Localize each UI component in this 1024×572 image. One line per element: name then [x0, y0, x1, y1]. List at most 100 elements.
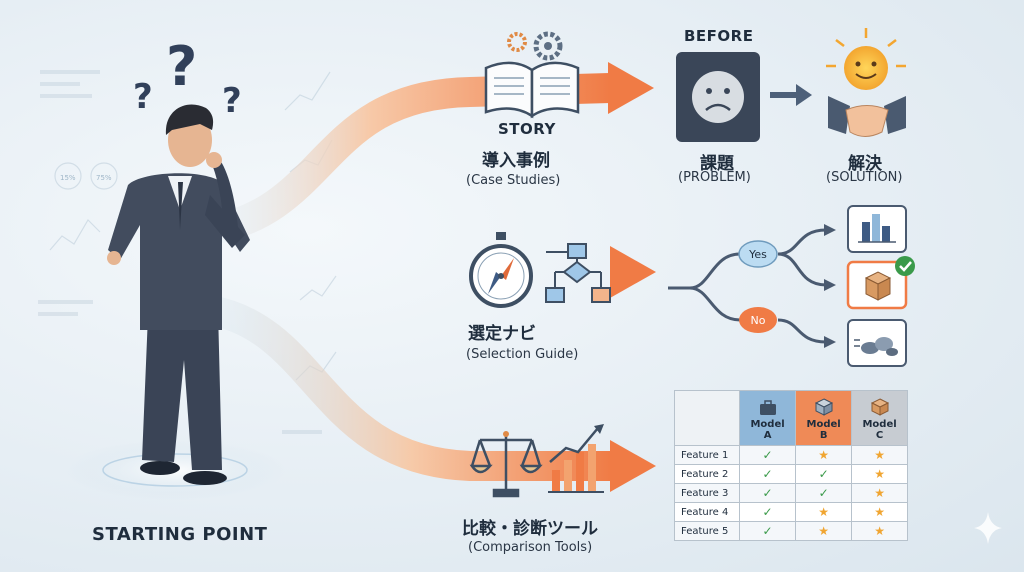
svg-text:?: ? — [222, 81, 242, 121]
table-cell-model-b: ★ — [795, 521, 853, 541]
comparison-table-header: Model A Model B Model C — [674, 390, 908, 446]
table-cell-model-c: ★ — [851, 502, 908, 522]
check-icon: ✓ — [762, 524, 773, 538]
svg-text:?: ? — [133, 77, 153, 117]
star-icon: ★ — [818, 505, 830, 519]
check-icon: ✓ — [818, 486, 829, 500]
decision-tree-lines — [668, 228, 827, 344]
column-model-c-label: Model C — [862, 419, 897, 441]
star-icon: ★ — [818, 524, 830, 538]
path-arrow-story — [207, 73, 611, 245]
sun-smile-icon — [826, 28, 906, 90]
star-icon: ★ — [874, 524, 885, 538]
feature-label: Feature 3 — [674, 483, 740, 503]
comparison-table-body: Feature 1✓★★Feature 2✓✓★Feature 3✓✓★Feat… — [674, 445, 908, 541]
story-title-jp: 導入事例 — [482, 151, 550, 171]
gear-icon — [507, 31, 563, 61]
tools-subtitle: (Comparison Tools) — [468, 540, 593, 555]
star-icon: ★ — [874, 448, 885, 462]
feature-label: Feature 1 — [674, 445, 740, 465]
comparison-table: Model A Model B Model C Feature 1✓★★Feat… — [674, 390, 908, 541]
box-icon — [870, 398, 889, 416]
story-subtitle: (Case Studies) — [466, 173, 561, 188]
check-icon: ✓ — [762, 448, 773, 462]
compass-icon — [469, 232, 533, 308]
table-row: Feature 3 ✓ ✓ ★ — [674, 483, 908, 503]
story-title-en: STORY — [498, 120, 556, 138]
yes-label: Yes — [748, 248, 767, 261]
path-arrow-story-head — [608, 62, 654, 114]
table-cell-model-b: ✓ — [795, 464, 853, 484]
sad-face-icon — [692, 71, 744, 123]
cube-icon — [814, 398, 833, 416]
sparkle-icon — [974, 512, 1002, 544]
table-row: Feature 2 ✓ ✓ ★ — [674, 464, 908, 484]
table-cell-model-c: ★ — [851, 464, 908, 484]
solution-title-jp: 解決 — [848, 154, 882, 174]
yes-badge — [738, 240, 778, 268]
starting-point-label: STARTING POINT — [92, 524, 268, 545]
column-model-a-label: Model A — [750, 419, 785, 441]
dashboard-percent-1: 15% — [60, 174, 76, 182]
no-label: No — [751, 314, 766, 327]
tools-title-jp: 比較・診断ツール — [462, 519, 598, 539]
column-model-c: Model C — [851, 390, 908, 446]
guide-title-jp: 選定ナビ — [468, 324, 536, 344]
box-icon — [864, 271, 892, 301]
table-cell-model-a: ✓ — [738, 445, 797, 465]
star-icon: ★ — [874, 505, 885, 519]
star-icon: ★ — [874, 467, 885, 481]
floor-ring — [102, 453, 248, 487]
before-after-arrow-head — [796, 84, 812, 106]
dashboard-percent-2: 75% — [96, 174, 112, 182]
feature-label: Feature 2 — [674, 464, 740, 484]
handshake-icon — [828, 96, 906, 137]
table-cell-model-a: ✓ — [738, 502, 797, 522]
checkmark-icon — [895, 256, 915, 276]
bar-chart-icon — [858, 214, 896, 243]
check-icon: ✓ — [818, 467, 829, 481]
table-row: Feature 1 ✓ ★ ★ — [674, 445, 908, 465]
column-model-b-label: Model B — [806, 419, 841, 441]
balance-scale-icon — [469, 431, 543, 498]
star-icon: ★ — [818, 448, 830, 462]
check-icon: ✓ — [762, 486, 773, 500]
table-cell-model-b: ✓ — [795, 483, 853, 503]
column-model-b: Model B — [795, 390, 853, 446]
stones-icon — [854, 337, 898, 356]
no-badge — [739, 307, 777, 333]
flowchart-icon — [545, 243, 611, 303]
feature-label: Feature 5 — [674, 521, 740, 541]
problem-title-jp: 課題 — [700, 154, 734, 174]
solution-subtitle: (SOLUTION) — [826, 170, 903, 185]
question-mark-icon: ? ? ? — [133, 35, 242, 121]
briefcase-icon — [759, 400, 776, 415]
decision-tree-arrowheads — [824, 224, 836, 348]
guide-subtitle: (Selection Guide) — [466, 347, 579, 362]
path-arrow-tools-head — [610, 440, 656, 492]
table-row: Feature 4 ✓ ★ ★ — [674, 502, 908, 522]
path-arrow-guide-head — [610, 246, 656, 298]
table-row: Feature 5 ✓ ★ ★ — [674, 521, 908, 541]
businessman-figure — [107, 104, 250, 485]
table-cell-model-a: ✓ — [738, 464, 797, 484]
svg-text:?: ? — [166, 35, 197, 98]
star-icon: ★ — [874, 486, 885, 500]
check-icon: ✓ — [762, 505, 773, 519]
feature-label: Feature 4 — [674, 502, 740, 522]
column-model-a: Model A — [738, 390, 797, 446]
table-cell-model-a: ✓ — [738, 521, 797, 541]
before-label: BEFORE — [684, 27, 754, 45]
path-arrow-tools — [206, 295, 612, 481]
table-corner-cell — [674, 390, 740, 446]
table-cell-model-b: ★ — [795, 445, 853, 465]
book-icon — [484, 61, 580, 119]
table-cell-model-b: ★ — [795, 502, 853, 522]
rising-chart-icon — [548, 424, 604, 493]
problem-subtitle: (PROBLEM) — [678, 170, 751, 185]
table-cell-model-c: ★ — [851, 483, 908, 503]
table-cell-model-c: ★ — [851, 521, 908, 541]
table-cell-model-a: ✓ — [738, 483, 797, 503]
check-icon: ✓ — [762, 467, 773, 481]
